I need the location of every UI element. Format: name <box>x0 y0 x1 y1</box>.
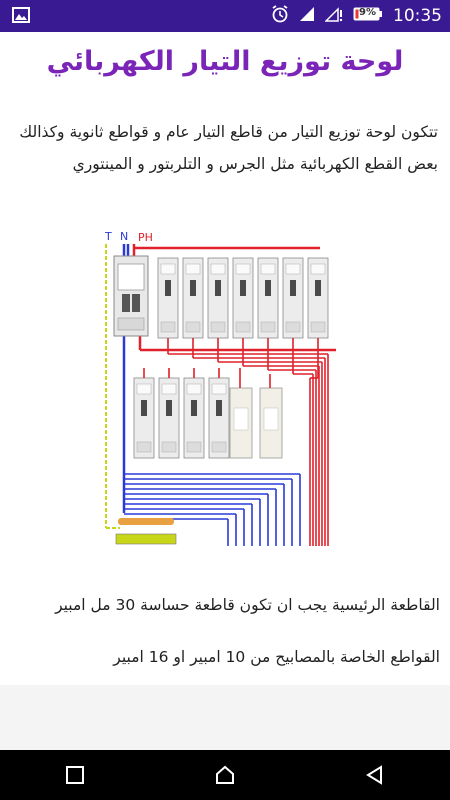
earth-bar <box>115 533 177 545</box>
label-ph: PH <box>138 231 153 244</box>
content-area: لوحة توزيع التيار الكهربائي تتكون لوحة ت… <box>0 32 450 685</box>
breaker <box>158 377 180 459</box>
info-line-2: القواطع الخاصة بالمصابيح من 10 امبير او … <box>113 648 440 666</box>
gallery-icon <box>12 7 30 27</box>
top-row-breakers <box>157 257 329 339</box>
earth-wire <box>105 244 120 529</box>
recent-apps-button[interactable] <box>45 755 105 795</box>
neutral-bar <box>118 518 174 525</box>
clock-time: 10:35 <box>393 6 442 26</box>
breaker <box>157 257 179 339</box>
main-breaker <box>113 255 149 337</box>
timer-module <box>259 387 283 459</box>
battery-level: 9% <box>359 7 376 18</box>
bottom-row-breakers <box>133 377 283 459</box>
breaker <box>257 257 279 339</box>
signal-no-data-icon <box>324 6 343 26</box>
breaker <box>232 257 254 339</box>
intro-paragraph: تتكون لوحة توزيع التيار من قاطع التيار ع… <box>19 123 438 173</box>
breaker <box>208 377 230 459</box>
breaker <box>207 257 229 339</box>
alarm-icon <box>271 5 289 27</box>
breaker <box>183 377 205 459</box>
phase-outputs <box>143 338 329 546</box>
breaker <box>282 257 304 339</box>
breaker <box>182 257 204 339</box>
info-line-1: القاطعة الرئيسية يجب ان تكون قاطعة حساسة… <box>55 596 440 614</box>
breaker <box>133 377 155 459</box>
distribution-panel-diagram: T N PH <box>104 230 336 546</box>
recent-apps-icon <box>66 766 84 784</box>
home-button[interactable] <box>195 755 255 795</box>
signal-icon <box>299 6 315 26</box>
navigation-bar <box>0 750 450 800</box>
status-bar: 9% 10:35 <box>0 0 450 32</box>
page-title: لوحة توزيع التيار الكهربائي <box>46 46 404 77</box>
battery-icon: 9% <box>353 6 383 26</box>
label-t: T <box>104 230 112 243</box>
label-n: N <box>120 230 128 243</box>
bell-module <box>229 387 253 459</box>
breaker <box>307 257 329 339</box>
back-button[interactable] <box>345 755 405 795</box>
back-icon <box>366 765 382 785</box>
home-icon <box>216 765 234 784</box>
